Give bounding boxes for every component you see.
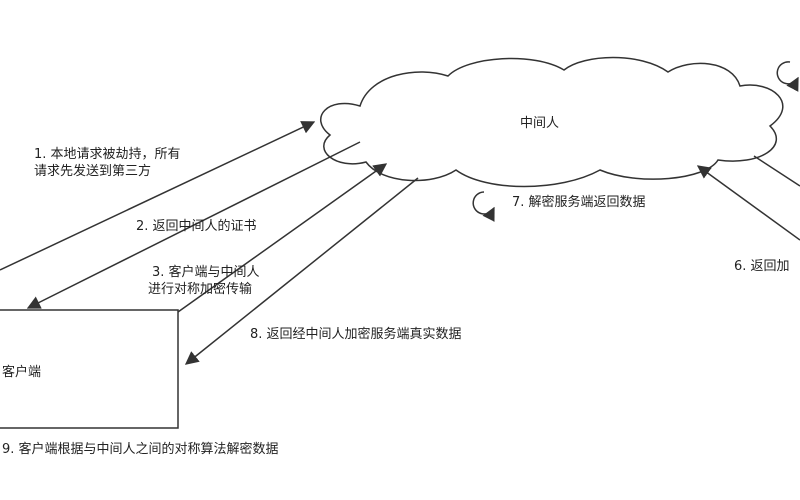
step7-label: 7. 解密服务端返回数据 bbox=[512, 195, 646, 210]
step6-label: 6. 返回加 bbox=[734, 259, 790, 274]
arrow-right-top bbox=[753, 155, 800, 187]
client-box bbox=[0, 309, 179, 429]
arrow-step1 bbox=[0, 121, 316, 271]
step9-label: 9. 客户端根据与中间人之间的对称算法解密数据 bbox=[2, 442, 279, 457]
arrow-step8 bbox=[184, 177, 419, 365]
client-label: 客户端 bbox=[2, 365, 42, 380]
arrow-step2 bbox=[26, 141, 361, 309]
step1-label-line1: 1. 本地请求被劫持，所有 bbox=[34, 147, 181, 162]
mitm-label: 中间人 bbox=[520, 116, 560, 131]
self-loop-step7 bbox=[472, 191, 495, 222]
arrow-step3 bbox=[177, 163, 388, 313]
step1-label-line2: 请求先发送到第三方 bbox=[34, 164, 152, 179]
step2-label: 2. 返回中间人的证书 bbox=[136, 219, 257, 234]
step3-label-line1: 3. 客户端与中间人 bbox=[152, 265, 260, 280]
self-loop-top-right bbox=[776, 61, 799, 92]
arrow-step6 bbox=[696, 165, 800, 241]
step3-label-line2: 进行对称加密传输 bbox=[148, 282, 253, 297]
mitm-cloud bbox=[319, 56, 784, 188]
step8-label: 8. 返回经中间人加密服务端真实数据 bbox=[250, 327, 462, 342]
